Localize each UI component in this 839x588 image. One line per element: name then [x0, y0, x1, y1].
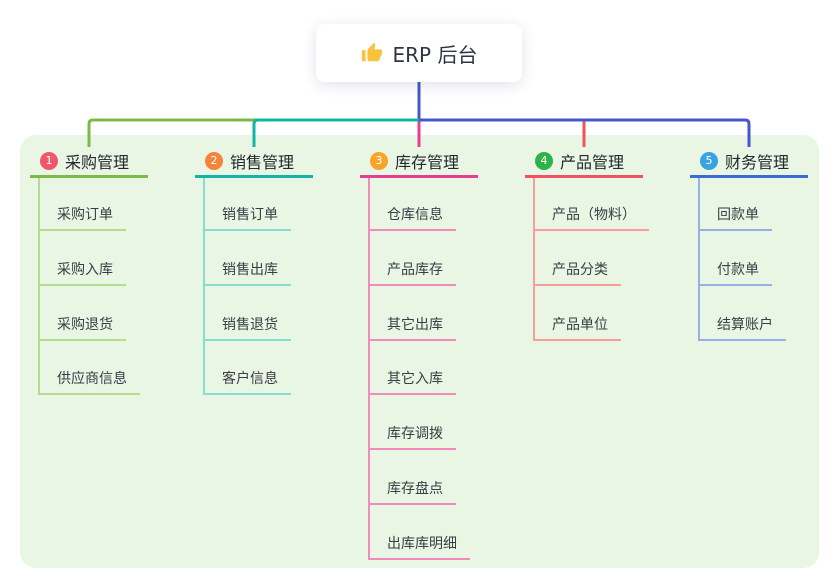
node-item[interactable]: 库存调拨	[368, 424, 456, 451]
branch-subtree-line	[203, 178, 205, 396]
branch-header-2[interactable]: 2 销售管理	[195, 147, 313, 178]
branch-header-4[interactable]: 4 产品管理	[525, 147, 643, 178]
node-item[interactable]: 销售退货	[203, 315, 291, 341]
node-item[interactable]: 销售出库	[203, 260, 291, 286]
node-item[interactable]: 采购订单	[38, 205, 126, 231]
thumbs-up-icon	[361, 42, 382, 62]
node-item[interactable]: 供应商信息	[38, 369, 140, 396]
node-item[interactable]: 产品（物料）	[533, 205, 649, 231]
branch-label: 销售管理	[230, 153, 295, 172]
branch-subtree-line	[533, 178, 535, 341]
node-item[interactable]: 结算账户	[698, 315, 786, 341]
node-item[interactable]: 产品库存	[368, 260, 456, 286]
root-node[interactable]: ERP 后台	[316, 24, 522, 82]
branch-header-1[interactable]: 1 采购管理	[30, 147, 148, 178]
branch-subtree-line	[698, 178, 700, 341]
node-item[interactable]: 销售订单	[203, 205, 291, 231]
branch-subtree-line	[38, 178, 40, 396]
node-item[interactable]: 产品分类	[533, 260, 621, 286]
node-item[interactable]: 出库库明细	[368, 534, 470, 560]
branch-number-badge: 1	[40, 152, 58, 170]
node-item[interactable]: 回款单	[698, 205, 772, 231]
branch-label: 采购管理	[65, 153, 130, 172]
branch-label: 产品管理	[560, 153, 625, 172]
root-title: ERP 后台	[392, 42, 478, 67]
branch-number-badge: 2	[205, 152, 223, 170]
branches-panel	[20, 135, 819, 568]
branch-header-5[interactable]: 5 财务管理	[690, 147, 808, 178]
branch-number-badge: 3	[370, 152, 388, 170]
node-item[interactable]: 仓库信息	[368, 205, 456, 231]
node-item[interactable]: 采购退货	[38, 315, 126, 341]
branch-label: 财务管理	[725, 153, 790, 172]
branch-label: 库存管理	[395, 153, 460, 172]
branch-subtree-line	[368, 178, 370, 560]
branch-header-3[interactable]: 3 库存管理	[360, 147, 478, 178]
node-item[interactable]: 产品单位	[533, 315, 621, 341]
node-item[interactable]: 付款单	[698, 260, 772, 286]
branch-number-badge: 4	[535, 152, 553, 170]
node-item[interactable]: 采购入库	[38, 260, 126, 286]
node-item[interactable]: 其它出库	[368, 315, 456, 341]
node-item[interactable]: 客户信息	[203, 369, 291, 396]
branch-number-badge: 5	[700, 152, 718, 170]
node-item[interactable]: 其它入库	[368, 369, 456, 396]
node-item[interactable]: 库存盘点	[368, 479, 456, 505]
